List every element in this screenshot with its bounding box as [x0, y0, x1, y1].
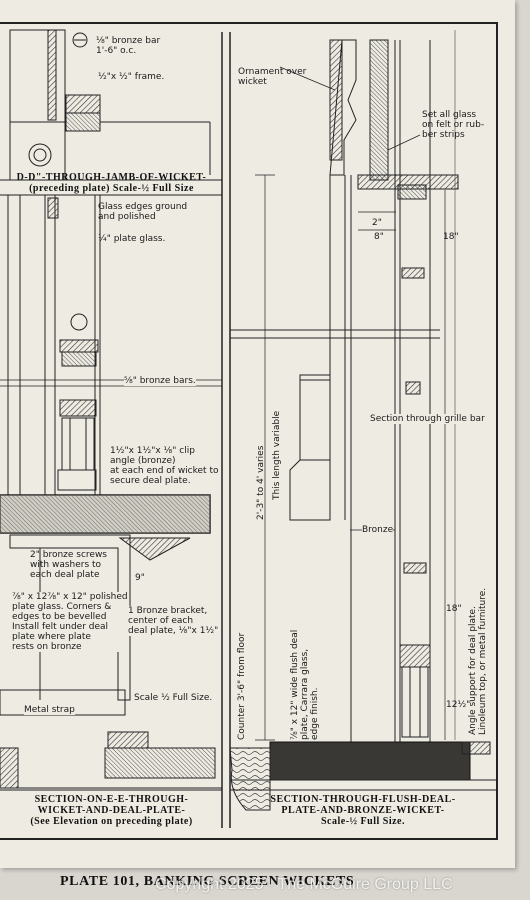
- eighteen-inch-dim-lower: 18": [446, 604, 462, 614]
- flush-deal-note: ⅞" x 12" wide flush deal plate, Carrara …: [290, 629, 320, 740]
- deal-plate-section-title: SECTION-ON-E-E-THROUGH- WICKET-AND-DEAL-…: [30, 794, 193, 827]
- copyright-watermark: Copyright 2025 - The McGuire Group LLC: [155, 876, 453, 893]
- length-variable-note: This length variable: [272, 410, 282, 500]
- glass-edges-note: Glass edges ground and polished: [98, 202, 188, 222]
- clip-angle-note: 1½"x 1½"x ⅛" clip angle (bronze) at each…: [110, 446, 219, 486]
- ornament-note: Ornament over wicket: [238, 67, 307, 87]
- nine-inch-dim: 9": [135, 573, 145, 583]
- frame-note: ½"x ½" frame.: [98, 72, 165, 82]
- scale-note: Scale ½ Full Size.: [134, 693, 213, 703]
- eight-inch-dim: 8": [374, 232, 384, 242]
- two-inch-dim: 2": [372, 218, 382, 228]
- bronze-screws-note: 2" bronze screws with washers to each de…: [30, 550, 108, 580]
- height-varies-note: 2'-3" to 4' varies: [256, 445, 266, 520]
- drawing-border: [0, 22, 498, 840]
- bronze-bars-note: ⅝" bronze bars.: [124, 376, 196, 386]
- flush-deal-section-title: SECTION-THROUGH-FLUSH-DEAL- PLATE-AND-BR…: [270, 794, 456, 827]
- bronze-bracket-note: 1 Bronze bracket, center of each deal pl…: [128, 606, 219, 636]
- set-glass-note: Set all glass on felt or rub- ber strips: [422, 110, 485, 140]
- grille-bar-note: Section through grille bar: [370, 414, 485, 424]
- metal-strap-note: Metal strap: [24, 705, 75, 715]
- jamb-section-drawing: [9, 29, 211, 181]
- jamb-section-title: D-D"-THROUGH-JAMB-OF-WICKET- (preceding …: [16, 172, 207, 194]
- counter-height-note: Counter 3'-6" from floor: [237, 632, 247, 740]
- flush-deal-plate-drawing: [229, 30, 498, 811]
- plate-caption: PLATE 101, BANKING SCREEN WICKETS: [60, 874, 355, 889]
- bronze-label: Bronze: [362, 525, 394, 535]
- angle-support-note: Angle support for deal plate. Linoleum t…: [468, 587, 488, 735]
- bronze-bar-note: ⅛" bronze bar 1'-6" o.c.: [96, 36, 161, 56]
- polished-glass-note: ⅞" x 12⅞" x 12" polished plate glass. Co…: [12, 592, 128, 652]
- wicket-section-drawing: [0, 195, 222, 789]
- twelve-half-dim: 12½": [446, 700, 471, 710]
- drawing-sheet: ⅛" bronze bar 1'-6" o.c. ½"x ½" frame. D…: [0, 0, 515, 868]
- eighteen-inch-dim: 18": [443, 232, 459, 242]
- plate-glass-note: ¼" plate glass.: [98, 234, 166, 244]
- architectural-drawing: [0, 29, 498, 828]
